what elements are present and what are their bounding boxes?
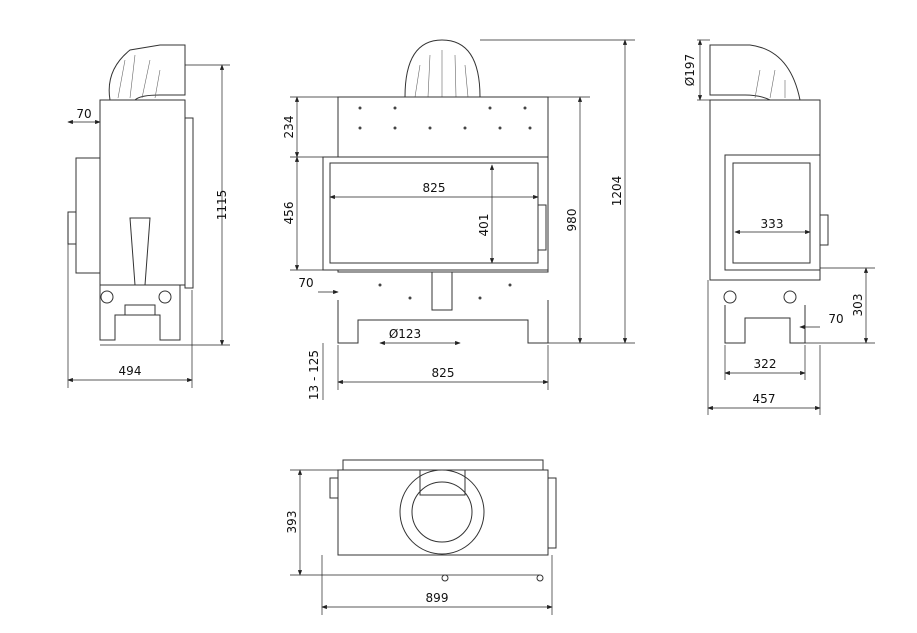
flue-collar (399, 469, 485, 555)
dim-height-980: 980 (565, 209, 579, 232)
front-view: 825 401 234 456 980 1204 70 Ø123 13 - 12… (282, 39, 635, 400)
dim-glass-width: 825 (423, 181, 446, 195)
dim-flue-diameter: Ø197 (683, 54, 697, 86)
flue-elbow (108, 44, 186, 101)
dim-height: 1115 (215, 190, 229, 221)
dim-leg-adjust: 13 - 125 (307, 350, 321, 400)
dim-inlet-height: 303 (851, 294, 865, 317)
dim-depth: 494 (119, 364, 142, 378)
flue-elbow (709, 44, 801, 101)
flue-dome (404, 39, 481, 98)
top-view: 393 899 (285, 459, 557, 615)
left-side-view: 1115 70 494 (67, 44, 230, 388)
door-frame (724, 154, 821, 271)
dim-top-width: 899 (426, 591, 449, 605)
dim-air-inlet: Ø123 (389, 327, 421, 341)
dim-base-width: 825 (432, 366, 455, 380)
dim-glass-height: 401 (477, 214, 491, 237)
dim-side-offset: 70 (298, 276, 313, 290)
body (99, 99, 186, 286)
right-side-view: Ø197 333 303 70 322 457 (683, 39, 875, 415)
dim-leg-width: 322 (754, 357, 777, 371)
dim-glass-width-side: 333 (761, 217, 784, 231)
dim-door-height: 456 (282, 202, 296, 225)
dim-depth-right: 457 (753, 392, 776, 406)
dim-inlet-offset: 70 (828, 312, 843, 326)
dim-top-depth: 393 (285, 511, 299, 534)
dim-flue-offset: 70 (76, 107, 91, 121)
door-frame (322, 156, 549, 271)
dim-total-height: 1204 (610, 176, 624, 207)
dim-top-section: 234 (282, 116, 296, 139)
